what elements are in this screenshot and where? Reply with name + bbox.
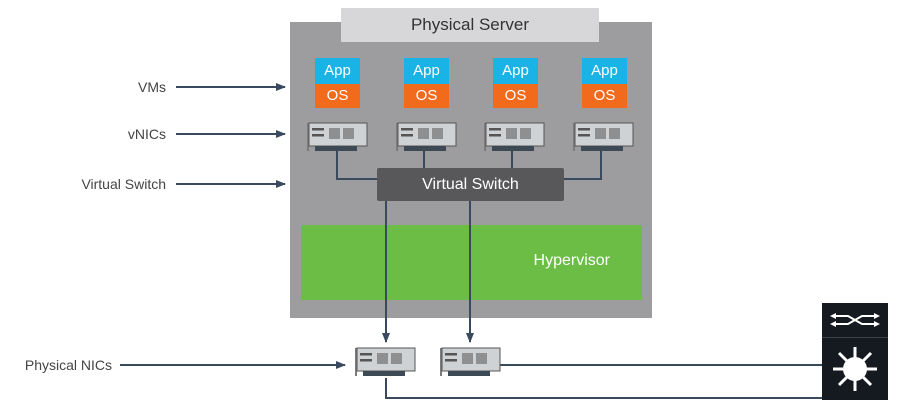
- hypervisor: Hypervisor: [301, 225, 642, 300]
- vnic-1-icon: [307, 122, 368, 151]
- vm-2-app: App: [404, 58, 449, 84]
- vm-2-os: OS: [404, 84, 449, 108]
- label-virtual-switch: Virtual Switch: [81, 176, 166, 192]
- vm-1-app: App: [315, 58, 360, 84]
- network-switch-icon: [822, 303, 888, 400]
- vnic-4-icon: [573, 122, 634, 151]
- hypervisor-label: Hypervisor: [533, 252, 610, 269]
- vm-4-os: OS: [582, 84, 627, 108]
- vm-1-os: OS: [315, 84, 360, 108]
- vnic-3-icon: [484, 122, 545, 151]
- vnic-2-icon: [396, 122, 457, 151]
- vnic-1-link: [336, 148, 378, 180]
- vm-3-app: App: [493, 58, 538, 84]
- physical-server-title: Physical Server: [341, 8, 599, 42]
- physical-nic-1-icon: [355, 347, 416, 376]
- pnic-1-link: [385, 378, 822, 399]
- physical-nic-2-icon: [440, 347, 501, 376]
- label-vnics: vNICs: [127, 126, 166, 142]
- virtual-switch: Virtual Switch: [377, 168, 564, 201]
- vm-4-app: App: [582, 58, 627, 84]
- vnic-4-link: [564, 148, 602, 180]
- label-vms: VMs: [138, 79, 166, 95]
- vm-3-os: OS: [493, 84, 538, 108]
- label-physical-nics: Physical NICs: [24, 357, 112, 373]
